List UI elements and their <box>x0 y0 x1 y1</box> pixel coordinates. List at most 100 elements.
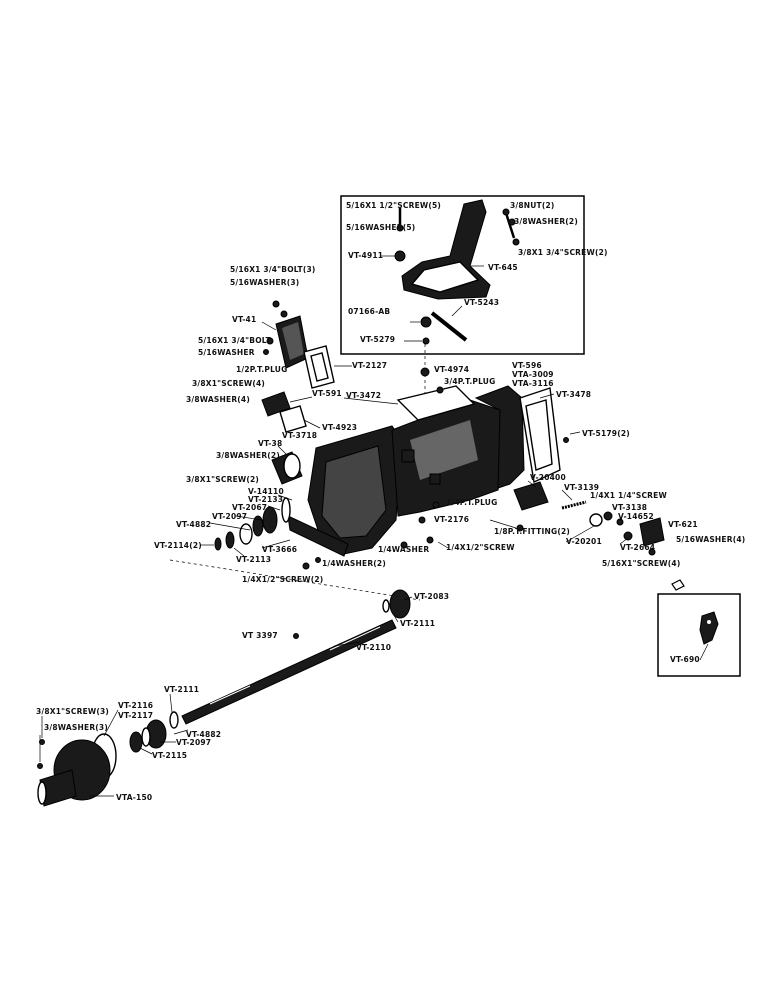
label-nut-2: 3/8NUT(2) <box>510 201 555 210</box>
label-pt-fitting: 1/8P.T.FITTING(2) <box>494 527 570 536</box>
cover-vt38 <box>271 451 303 485</box>
shift-rod-vt5243 <box>430 305 468 342</box>
part-vt690 <box>699 611 719 645</box>
label-screw-38-3: 3/8X1"SCREW(3) <box>36 707 109 716</box>
arrow-marker <box>671 579 685 591</box>
label-v14652: V-14652 <box>618 512 654 521</box>
pin-vt5279 <box>422 337 430 345</box>
label-vt3472: VT-3472 <box>346 391 381 400</box>
bottom-plate-vt3666 <box>287 515 349 557</box>
mainshaft-vt2110 <box>181 619 397 725</box>
label-washer-38-4: 3/8WASHER(4) <box>186 395 250 404</box>
label-vt4882-low: VT-4882 <box>186 730 221 739</box>
cover-plate-vt41 <box>275 315 309 369</box>
label-screw-516-5: 5/16X1 1/2"SCREW(5) <box>346 201 441 210</box>
label-screw-14: 1/4X1 1/4"SCREW <box>590 491 667 500</box>
label-vt2097-low: VT-2097 <box>176 738 211 747</box>
label-vt591: VT-591 <box>312 389 342 398</box>
label-vt4974: VT-4974 <box>434 365 469 374</box>
label-washer-14: 1/4WASHER <box>378 545 429 554</box>
label-vt2133: VT-2133 <box>248 495 283 504</box>
label-vta3116: VTA-3116 <box>512 379 554 388</box>
label-vt2083: VT-2083 <box>414 592 449 601</box>
label-screw-14b: 1/4X1/2"SCREW <box>446 543 515 552</box>
gasket-vt4923 <box>279 405 307 433</box>
label-vt645: VT-645 <box>488 263 518 272</box>
label-vta3009: VTA-3009 <box>512 370 554 379</box>
label-v14110: V-14110 <box>248 487 284 496</box>
label-vta150: VTA-150 <box>116 793 152 802</box>
label-bolt-1: 5/16X1 3/4"BOLT <box>198 336 272 345</box>
label-vt3138: VT-3138 <box>612 503 647 512</box>
label-screw-38-2: 3/8X1 3/4"SCREW(2) <box>518 248 608 257</box>
label-vt2114: VT-2114(2) <box>154 541 202 550</box>
part-labels: 5/16X1 1/2"SCREW(5) 5/16WASHER(5) 3/8NUT… <box>36 201 745 802</box>
pin-vt3397 <box>293 633 299 639</box>
leader-lines <box>39 255 629 797</box>
label-washer-516-5: 5/16WASHER(5) <box>346 223 415 232</box>
label-v20201: V-20201 <box>566 537 602 546</box>
screw-inset-right <box>502 208 520 246</box>
label-bolt-3: 5/16X1 3/4"BOLT(3) <box>230 265 316 274</box>
label-washer-38-3: 3/8WASHER(3) <box>44 723 108 732</box>
label-screw-516-4: 5/16X1"SCREW(4) <box>602 559 680 568</box>
label-vt2111-top: VT-2111 <box>400 619 435 628</box>
label-vt621: VT-621 <box>668 520 698 529</box>
label-vt2097: VT-2097 <box>212 512 247 521</box>
cylinder-v20400 <box>513 481 549 511</box>
label-vt38: VT-38 <box>258 439 282 448</box>
label-vt3718: VT-3718 <box>282 431 317 440</box>
small-bolts-top-left <box>263 300 288 355</box>
gear-vt2083 <box>382 589 411 619</box>
label-vt2110: VT-2110 <box>356 643 391 652</box>
label-vt2115: VT-2115 <box>152 751 187 760</box>
label-pt-plug-left: 1/2P.T.PLUG <box>236 365 287 374</box>
label-vt5179: VT-5179(2) <box>582 429 630 438</box>
gasket-vt2127 <box>303 345 335 389</box>
label-washer-516-3: 5/16WASHER(3) <box>230 278 299 287</box>
label-vt3397: VT 3397 <box>242 631 278 640</box>
label-screw-38-2b: 3/8X1"SCREW(2) <box>186 475 259 484</box>
assembly-centerline-diag <box>169 559 421 601</box>
shifter-inset-frame <box>340 195 585 355</box>
label-vt3478: VT-3478 <box>556 390 591 399</box>
transmission-case <box>307 385 525 555</box>
plate-vt591 <box>261 391 291 417</box>
label-vt3139: VT-3139 <box>564 483 599 492</box>
label-vt2117: VT-2117 <box>118 711 153 720</box>
label-vt690: VT-690 <box>670 655 700 664</box>
label-vt2176: VT-2176 <box>434 515 469 524</box>
label-vt2127: VT-2127 <box>352 361 387 370</box>
label-vt5279: VT-5279 <box>360 335 395 344</box>
shifter-housing-vt645 <box>401 199 491 300</box>
small-fittings-mid <box>302 501 656 570</box>
part-vt690-inset-frame <box>657 593 741 677</box>
label-vt2067: VT-2067 <box>232 503 267 512</box>
rear-bearing-stack <box>129 711 179 753</box>
flange-vta150 <box>37 739 111 807</box>
bearings-left-stack <box>214 497 291 551</box>
label-washer-516-4: 5/16WASHER(4) <box>676 535 745 544</box>
label-pt-plug-top: 3/4P.T.PLUG <box>444 377 495 386</box>
plug-pt-top <box>436 386 444 394</box>
label-v20400: V-20400 <box>530 473 566 482</box>
screw-inset-left <box>396 208 404 232</box>
flange-vt3478 <box>519 387 561 484</box>
screws-lower-left <box>37 739 45 769</box>
label-pt-plug-mid: 1/4P.T.PLUG <box>446 498 497 507</box>
parts-v14652-vt621 <box>589 511 665 547</box>
washer-vt4911 <box>394 250 406 262</box>
label-vt2664: VT-2664 <box>620 543 655 552</box>
label-vt2111-low: VT-2111 <box>164 685 199 694</box>
plug-07166ab <box>420 316 432 328</box>
label-washer-38-2b: 3/8WASHER(2) <box>216 451 280 460</box>
label-vt41: VT-41 <box>232 315 256 324</box>
label-vt596: VT-596 <box>512 361 542 370</box>
plug-vt4974 <box>420 367 430 377</box>
label-vt2116: VT-2116 <box>118 701 153 710</box>
label-screw-38-4: 3/8X1"SCREW(4) <box>192 379 265 388</box>
label-vt2113: VT-2113 <box>236 555 271 564</box>
spring-vt3139 <box>561 500 587 510</box>
label-washer-14-2: 1/4WASHER(2) <box>322 559 386 568</box>
